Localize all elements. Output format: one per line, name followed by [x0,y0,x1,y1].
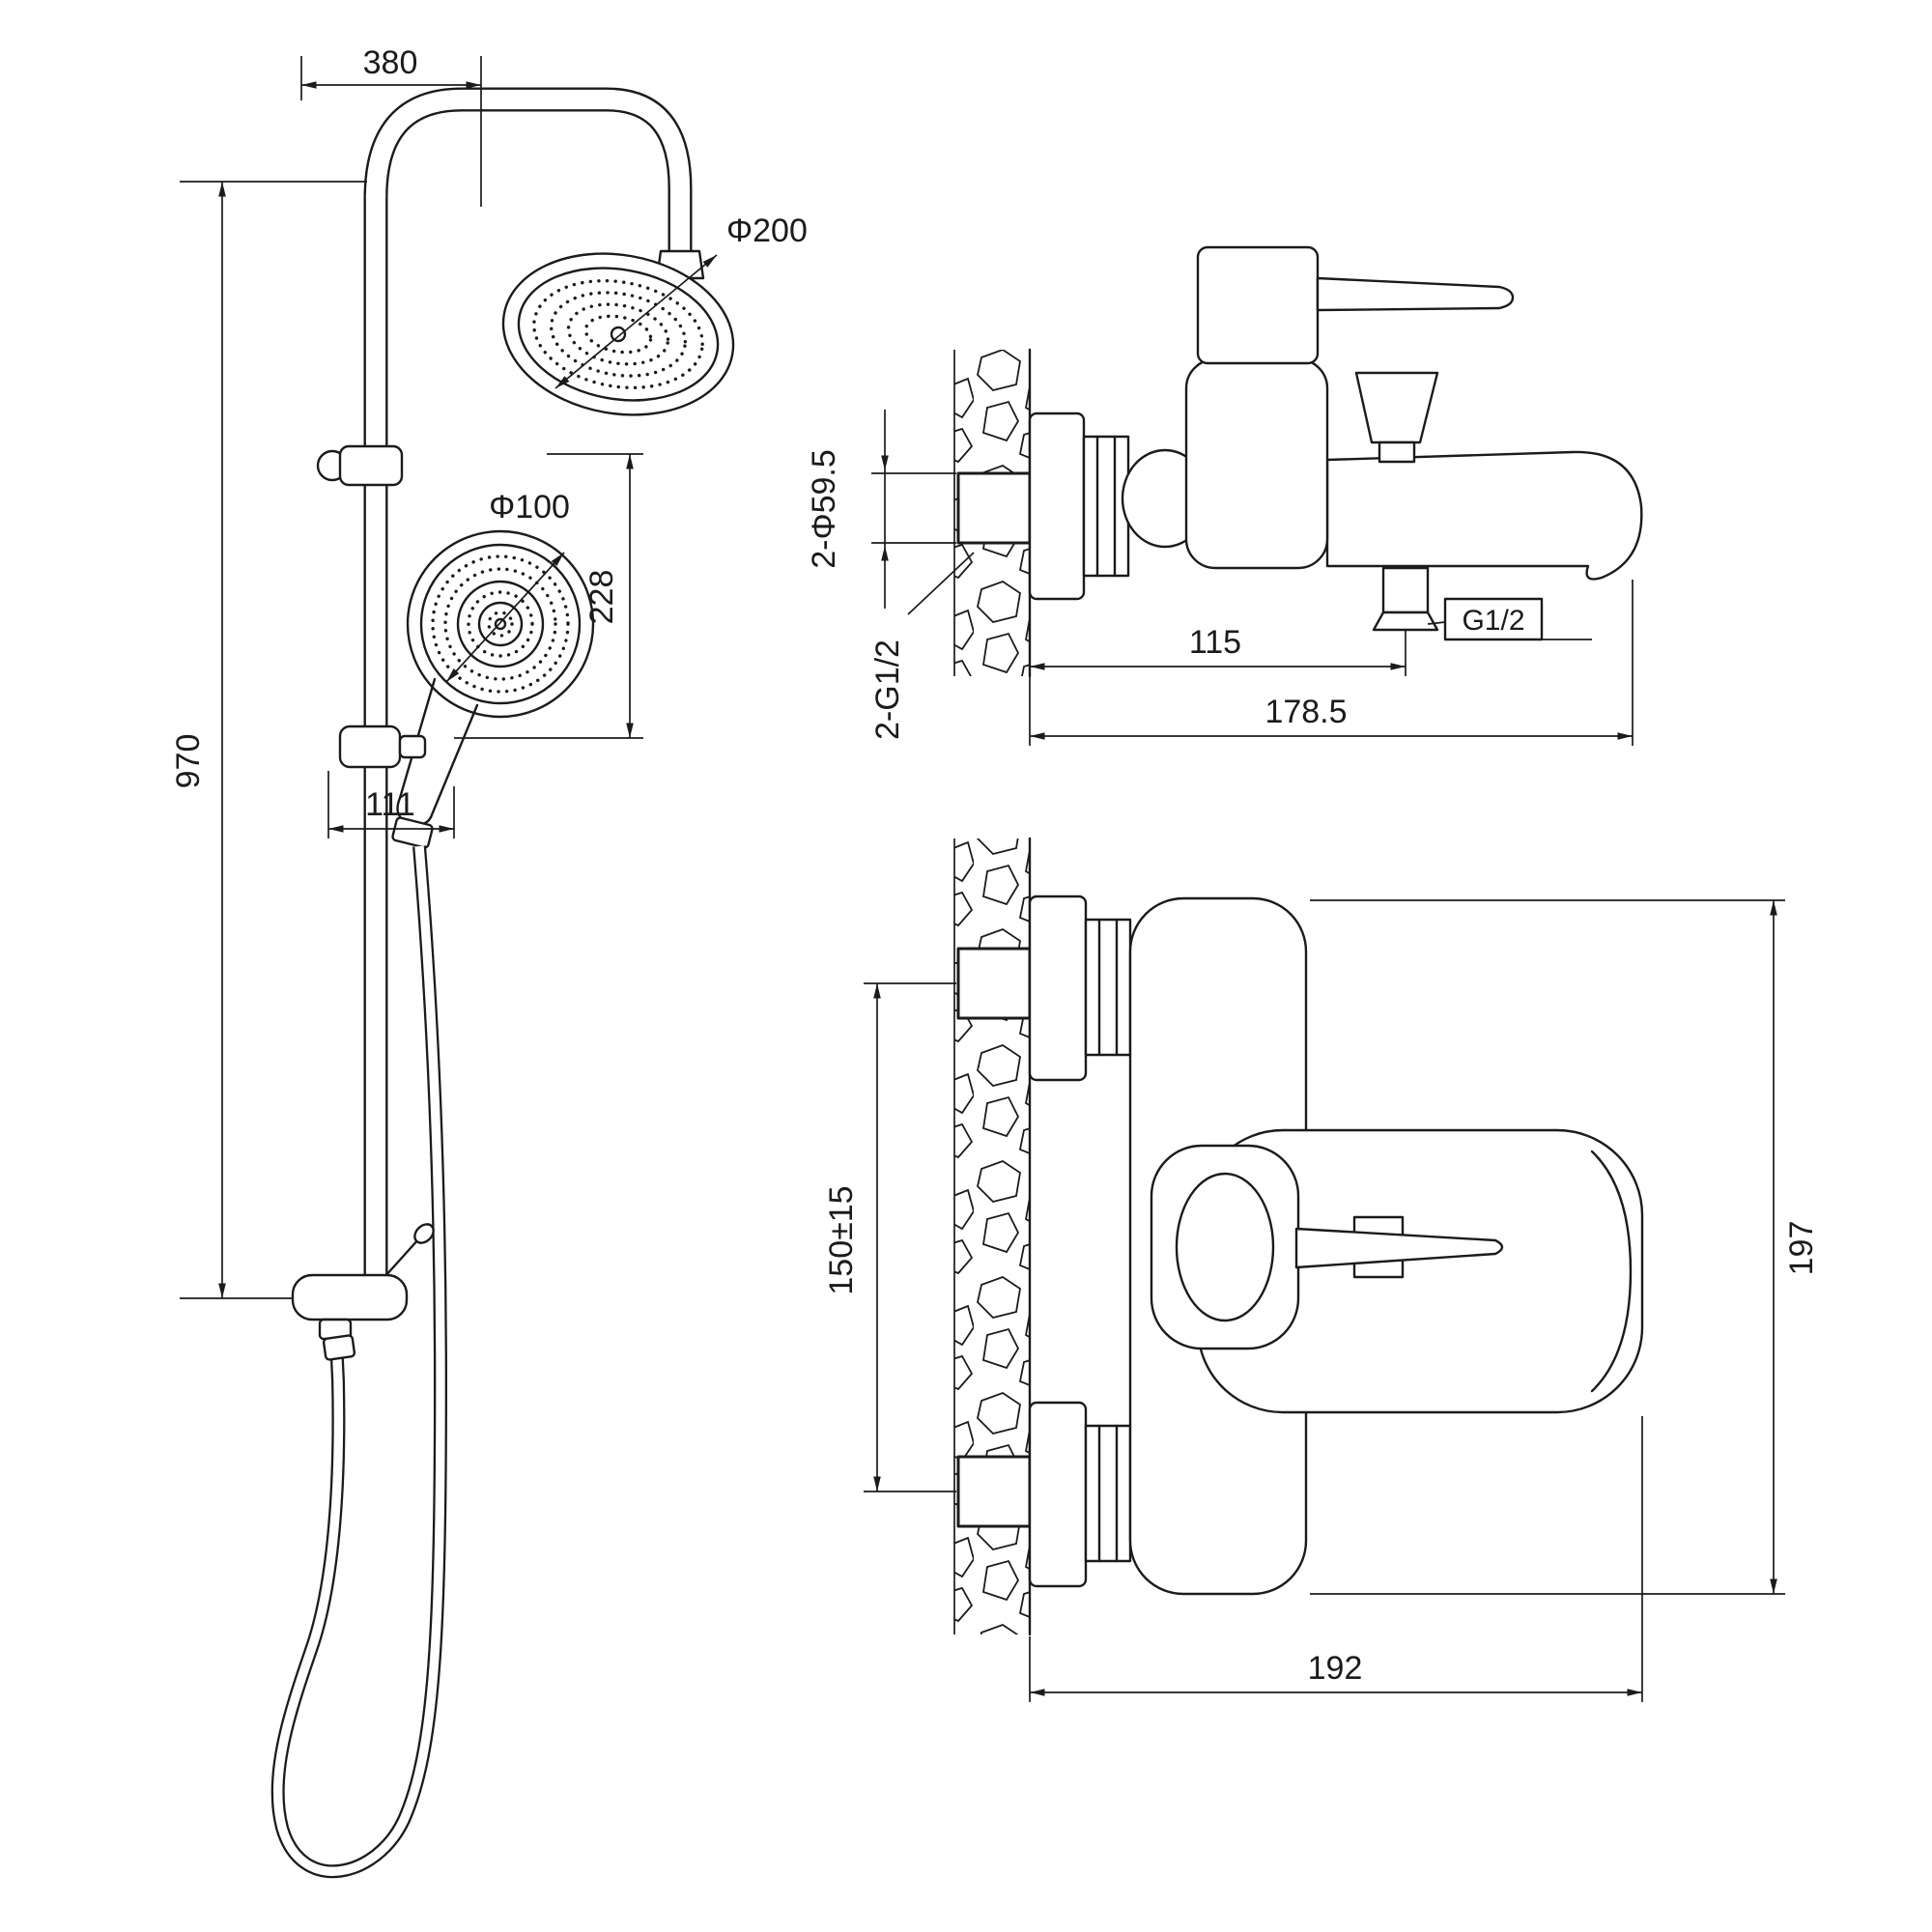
dimension-hand-diameter: Φ100 [445,489,570,683]
in-wall-fitting-top [956,947,1032,1020]
cartridge-dome [1150,1144,1300,1350]
dim-outlet-reach-label: 115 [1189,624,1241,661]
upper-wall-bracket [316,444,404,487]
dim-total-reach-label: 178.5 [1264,694,1347,730]
outlet-thread-callout: G1/2 [1427,597,1592,641]
slider-bracket [338,724,427,769]
overhead-shower-head [501,252,735,416]
dimension-outlet-reach: 115 [1029,603,1406,746]
shower-column-view: 380 Φ200 Φ100 228 970 111 [170,44,808,1879]
bath-mixer-front-view: 150±15 197 192 [823,837,1820,1702]
dimension-depth: 192 [1029,1416,1643,1702]
in-wall-fitting [956,471,1032,545]
lever-handle-front [1294,1227,1504,1269]
hex-nut [1082,435,1130,578]
dimension-height: 197 [1310,899,1820,1595]
dimension-slider-offset: 111 [327,771,455,838]
dimension-hole-spec: 2-Φ59.5 [806,410,956,609]
diverter-knob [1354,371,1439,464]
dim-inlet-thread-label: 2-G1/2 [869,639,906,740]
dimension-inlet-thread: 2-G1/2 [869,552,975,740]
dim-head-diameter-label: Φ200 [726,213,808,249]
dim-hand-drop-label: 228 [583,570,620,625]
dimension-head-diameter: Φ200 [554,213,808,389]
dim-slider-offset-label: 111 [365,786,415,823]
spout [1325,450,1643,581]
lever-handle [1316,276,1515,312]
wall-flange-bottom [1028,1401,1088,1588]
dim-hole-spec-label: 2-Φ59.5 [806,449,842,569]
dim-column-height-label: 970 [170,734,207,789]
dimension-hand-drop: 228 [454,453,643,739]
dim-inlet-spacing-label: 150±15 [823,1185,860,1294]
wall-flange [1028,412,1086,601]
wall-flange-top [1028,895,1088,1082]
in-wall-fitting-bottom [956,1455,1032,1528]
water-inlet-bracket [291,1223,435,1361]
spout-outlet [1372,566,1439,632]
dim-hand-diameter-label: Φ100 [489,489,570,526]
dimension-inlet-spacing: 150±15 [823,982,956,1492]
shower-hose [270,845,448,1879]
dimension-arm-width: 380 [300,44,482,207]
hex-nut-bottom [1084,1424,1132,1563]
mixer-body [1184,245,1329,570]
bath-mixer-side-view: G1/2 2-Φ59.5 2-G1/2 115 178.5 [806,245,1643,746]
hand-shower-head [406,529,595,719]
dim-arm-width-label: 380 [363,44,418,81]
dimension-total-reach: 178.5 [1030,580,1634,746]
dimension-column-height: 970 [170,181,367,1299]
hex-nut-top [1084,918,1132,1057]
dim-height-label: 197 [1783,1221,1820,1276]
dim-depth-label: 192 [1308,1650,1363,1687]
outlet-thread-label: G1/2 [1462,605,1524,637]
